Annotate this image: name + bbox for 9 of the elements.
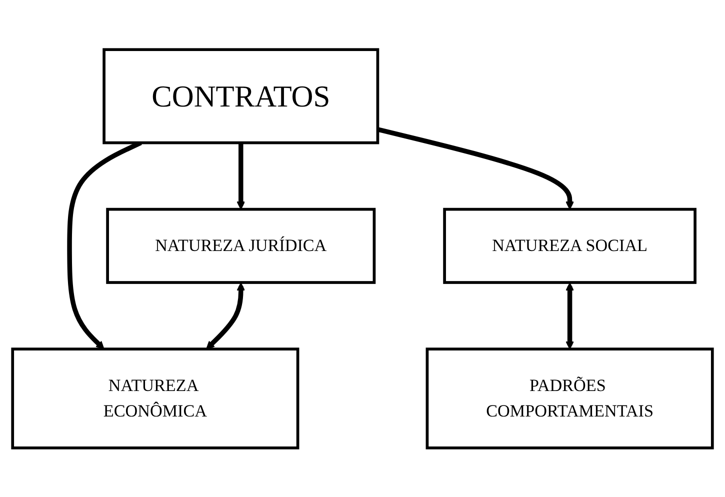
node-box: PADRÕES COMPORTAMENTAIS (426, 347, 714, 450)
node-box: NATUREZA SOCIAL (443, 208, 696, 284)
node-box: NATUREZA JURÍDICA (106, 208, 376, 284)
arrow (566, 282, 574, 350)
node-box: CONTRATOS (102, 48, 380, 144)
arrow (377, 126, 574, 210)
arrow (206, 282, 246, 350)
arrow (236, 142, 246, 210)
node-box: NATUREZA ECONÔMICA (11, 347, 300, 450)
